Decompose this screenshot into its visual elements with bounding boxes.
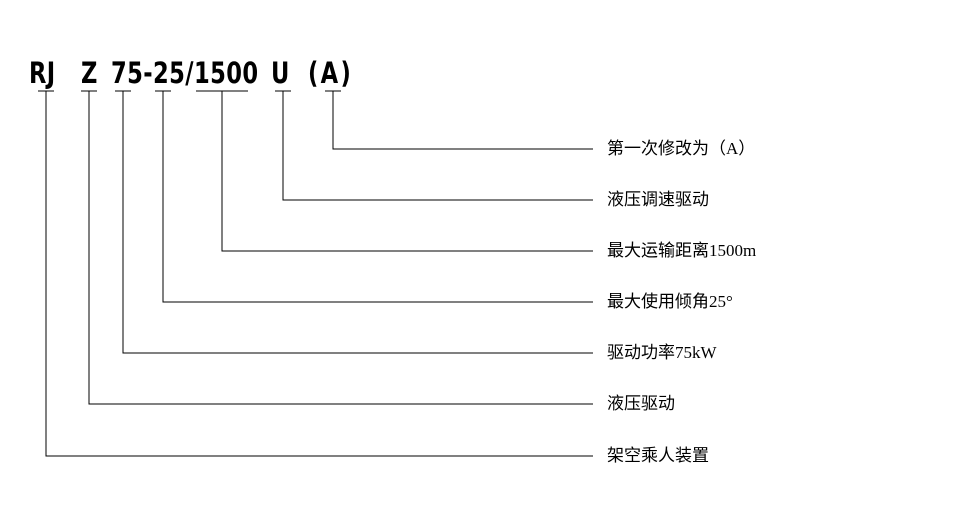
callout-line-z [88,91,593,405]
callout-line-rj [45,91,593,457]
callout-label-drive-type: 液压调速驱动 [607,190,709,209]
model-code-segment-spec: 75-25/1500 [111,56,259,90]
callout-label-hydraulic: 液压驱动 [607,394,675,413]
model-code-segment-a: (A) [308,56,354,90]
model-code-segment-z: Z [81,56,98,90]
callout-line-a [332,91,593,150]
callout-label-max-distance: 最大运输距离1500m [607,241,757,260]
callout-line-75 [122,91,593,354]
callout-label-revision: 第一次修改为（A） [607,139,756,158]
callout-label-device-type: 架空乘人装置 [607,446,709,465]
model-code-segment-rj: RJ [29,56,56,90]
callout-line-1500 [221,91,593,252]
callout-line-25 [162,91,593,303]
callout-label-drive-power: 驱动功率75kW [607,343,717,362]
callout-line-u [282,91,593,201]
callout-label-max-incline: 最大使用倾角25° [607,292,733,311]
model-code-segment-u: U [271,56,290,90]
